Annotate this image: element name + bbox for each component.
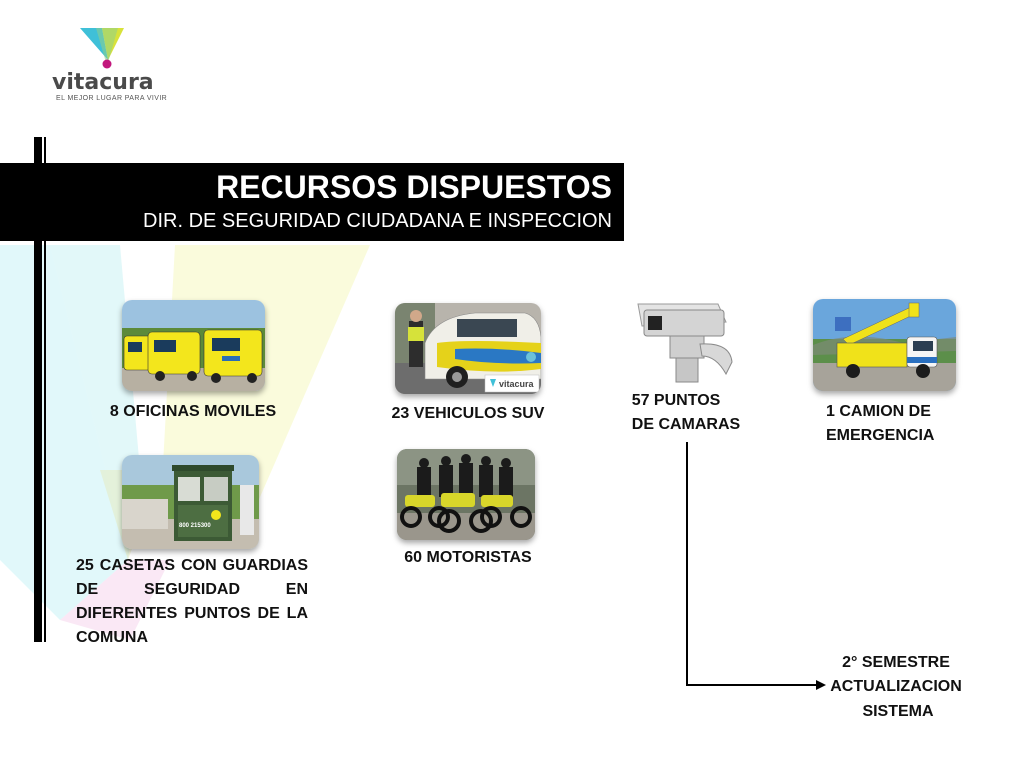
mobile-offices-label: 8 OFICINAS MOVILES xyxy=(109,403,277,420)
page-subtitle: DIR. DE SEGURIDAD CIUDADANA E INSPECCION xyxy=(143,210,612,232)
emergency-truck-photo xyxy=(813,299,956,391)
update-note-line2: ACTUALIZACION xyxy=(830,678,962,695)
page-title: RECURSOS DISPUESTOS xyxy=(216,169,612,205)
update-note-line1: 2° SEMESTRE xyxy=(842,654,950,671)
cameras-label-line1: 57 PUNTOS xyxy=(631,392,721,409)
booths-label: 25 CASETAS CON GUARDIAS DE SEGURIDAD EN … xyxy=(76,557,308,646)
logo-wordmark: vitacura xyxy=(52,70,154,95)
truck-label-line2: EMERGENCIA xyxy=(826,427,935,444)
left-vertical-bar xyxy=(34,137,42,642)
left-vertical-thin-bar xyxy=(44,137,46,642)
connector-arrow xyxy=(686,442,826,690)
update-note-line3: SISTEMA xyxy=(862,703,934,720)
motorcyclists-photo xyxy=(397,449,535,540)
title-banner: RECURSOS DISPUESTOS DIR. DE SEGURIDAD CI… xyxy=(0,163,624,241)
suv-photo: vitacura xyxy=(395,303,541,394)
truck-label-line1: 1 CAMION DE xyxy=(826,403,931,420)
cameras-label-line2: DE CAMARAS xyxy=(631,416,741,433)
vitacura-logo xyxy=(80,28,124,69)
booth-sign-text: 800 215300 xyxy=(179,523,211,529)
camera-photo xyxy=(630,296,740,388)
logo-tagline: EL MEJOR LUGAR PARA VIVIR xyxy=(56,95,168,102)
suv-label: 23 VEHICULOS SUV xyxy=(391,405,545,422)
motorcyclists-label: 60 MOTORISTAS xyxy=(404,549,532,566)
suv-logo-text: vitacura xyxy=(499,379,535,389)
mobile-offices-photo xyxy=(122,300,265,391)
security-booth-photo: 800 215300 xyxy=(122,455,259,549)
